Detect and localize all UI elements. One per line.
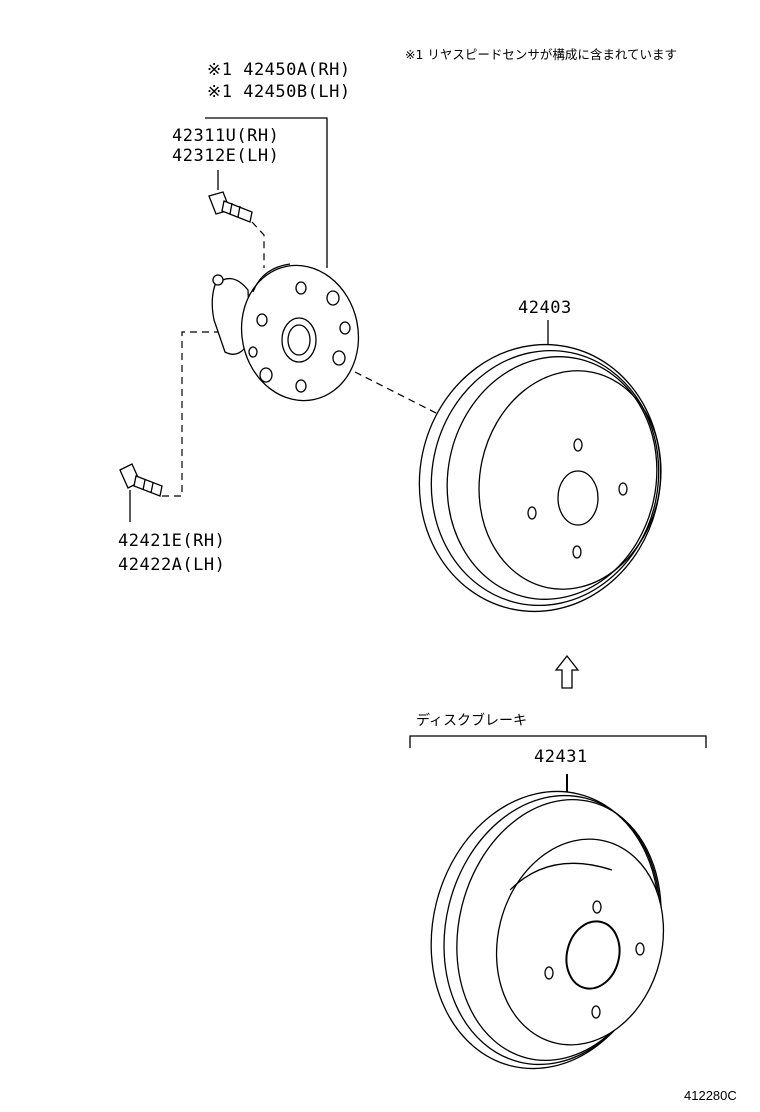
hub-leader-lines (205, 117, 328, 268)
part-label-disc[interactable]: 42431 (534, 747, 588, 767)
disc-brake-bracket (409, 735, 707, 748)
bolt-dashed-line (162, 331, 218, 497)
stud-dashed-line (251, 221, 265, 268)
hub-bolt-icon (208, 170, 253, 223)
part-label-hub-rh[interactable]: ※1 42450A(RH) (207, 60, 351, 80)
hub-bearing-icon (211, 263, 360, 402)
part-label-drum[interactable]: 42403 (518, 298, 572, 318)
up-arrow-icon (554, 654, 580, 689)
brake-disc-icon (430, 774, 665, 1070)
part-label-bolt-rh[interactable]: 42421E(RH) (118, 531, 226, 551)
part-label-stud-rh[interactable]: 42311U(RH) (172, 126, 280, 146)
hub-to-drum-dashed-line (354, 371, 441, 416)
part-label-hub-lh[interactable]: ※1 42450B(LH) (207, 82, 351, 102)
part-label-stud-lh[interactable]: 42312E(LH) (172, 146, 280, 166)
brake-drum-icon (418, 320, 662, 613)
mounting-bolt-icon (119, 463, 163, 522)
sensor-note: ※1 リヤスピードセンサが構成に含まれています (405, 47, 678, 62)
figure-code: 412280C (684, 1088, 737, 1103)
disc-brake-label: ディスクブレーキ (416, 713, 528, 729)
part-label-bolt-lh[interactable]: 42422A(LH) (118, 555, 226, 575)
